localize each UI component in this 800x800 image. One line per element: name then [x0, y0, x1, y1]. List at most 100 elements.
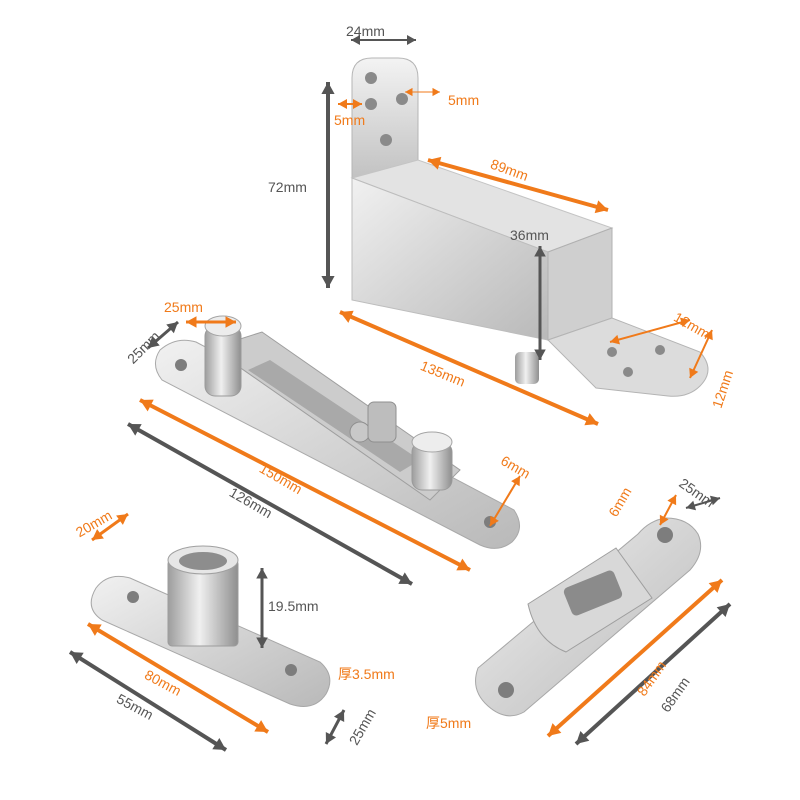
- dimension-arrow-head: [405, 87, 413, 97]
- dimension-arrow-head: [325, 732, 337, 744]
- pivot-base-socket-hole: [179, 552, 227, 570]
- dim-latch-hole: 6mm: [605, 484, 634, 519]
- dimension-arrow-head: [432, 87, 440, 97]
- top-plate-hole: [365, 98, 377, 110]
- dim-pivot-width-b: 25mm: [346, 706, 379, 748]
- dim-pivot-dia: 20mm: [73, 507, 115, 540]
- dimension-arrow-head: [511, 476, 520, 487]
- dimension-arrow-head: [256, 637, 268, 648]
- bottom-plate-hole: [607, 347, 617, 357]
- dimension-arrow-head: [534, 349, 546, 360]
- dimension-arrow-head: [703, 330, 713, 341]
- dim-latch-len: 84mm: [634, 658, 669, 699]
- dimension-arrow-head: [338, 99, 347, 109]
- pivot-base-hole: [285, 664, 297, 676]
- dimension-arrow-head: [340, 310, 354, 323]
- dimension-arrow-line: [609, 319, 691, 343]
- dimension-arrow-head: [92, 529, 104, 540]
- latch-hole: [657, 527, 673, 543]
- dim-arm-short: 126mm: [227, 484, 275, 521]
- dimension-arrow-head: [548, 723, 562, 736]
- dimension-arrow-head: [140, 399, 154, 412]
- dimension-arrow-head: [667, 495, 677, 506]
- dimension-arrow-head: [70, 652, 84, 664]
- dim-pivot-thick: 厚3.5mm: [338, 666, 395, 682]
- dim-top-height: 72mm: [268, 179, 307, 195]
- dimension-arrow-head: [576, 731, 590, 744]
- dim-top-hole-left: 5mm: [334, 112, 365, 128]
- dimension-arrow-line: [68, 650, 228, 752]
- dimension-arrows: [68, 35, 732, 752]
- dim-top-holes-b: 12mm: [709, 368, 736, 410]
- dimension-arrow-head: [256, 568, 268, 579]
- arm-slider-knob-top: [411, 431, 453, 453]
- dimension-arrow-head: [709, 495, 720, 506]
- dimension-arrow-head: [321, 82, 335, 94]
- dim-latch-thick: 厚5mm: [426, 715, 471, 731]
- dim-top-box-height: 36mm: [510, 227, 549, 243]
- top-plate-hole: [365, 72, 377, 84]
- dimension-arrow-line: [339, 310, 599, 426]
- arm-hole: [175, 359, 187, 371]
- dimension-arrow-head: [708, 580, 722, 593]
- bottom-plate-hole: [623, 367, 633, 377]
- dimension-arrow-line: [546, 578, 724, 738]
- dimension-arrow-line: [574, 602, 732, 746]
- dim-top-hole-right: 5mm: [448, 92, 479, 108]
- dim-top-holes-a: 12mm: [671, 309, 713, 342]
- dimension-arrow-head: [680, 317, 690, 328]
- dimension-arrow-head: [321, 276, 335, 288]
- dimension-arrow-line: [427, 158, 609, 212]
- dimension-arrow-head: [212, 738, 226, 750]
- dimension-arrow-line: [489, 475, 521, 527]
- dim-top-width: 24mm: [346, 23, 385, 39]
- dimension-arrow-head: [88, 624, 102, 636]
- dimension-arrow-head: [584, 413, 598, 426]
- latch-window: [563, 570, 623, 616]
- top-plate-hole: [396, 93, 408, 105]
- dimension-arrow-head: [689, 367, 699, 378]
- arm-bracket: [367, 401, 397, 443]
- dimension-arrow-line: [139, 398, 471, 572]
- latch-hole: [498, 682, 514, 698]
- top-pivot-bracket: [350, 57, 709, 397]
- dimension-arrow-head: [353, 99, 362, 109]
- dimension-arrow-head: [456, 558, 470, 571]
- dimension-arrow-head: [686, 500, 697, 511]
- bottom-plate-hole: [655, 345, 665, 355]
- dimension-arrow-head: [186, 316, 197, 328]
- dimension-arrow-line: [127, 422, 413, 586]
- slide-arm-assembly: [155, 315, 520, 549]
- dimension-arrow-head: [659, 514, 669, 525]
- dim-pivot-width-a: 55mm: [114, 690, 156, 722]
- dim-pivot-height: 19.5mm: [268, 598, 319, 614]
- dimension-arrow-head: [116, 514, 128, 525]
- dimension-arrow-head: [225, 316, 236, 328]
- dimension-arrow-head: [166, 322, 178, 334]
- dimension-arrow-head: [128, 424, 142, 436]
- dim-arm-long: 150mm: [257, 460, 305, 497]
- dim-arm-hole: 6mm: [498, 452, 533, 481]
- dimension-arrow-head: [333, 710, 345, 722]
- top-bracket-vertical-plate: [351, 57, 419, 179]
- pivot-base-hole: [127, 591, 139, 603]
- top-bracket-bottom-plate: [547, 317, 709, 397]
- top-plate-hole: [380, 134, 392, 146]
- arm-bolt: [349, 421, 371, 443]
- dimension-arrow-head: [407, 35, 416, 45]
- slide-arm-slot: [248, 360, 420, 472]
- latch-plate: [475, 517, 702, 717]
- dimension-arrow-head: [716, 604, 730, 617]
- dim-latch-inner: 68mm: [657, 674, 692, 715]
- dimension-arrow-head: [148, 336, 160, 348]
- pivot-base-plate: [90, 545, 331, 707]
- dimension-arrow-head: [490, 515, 499, 526]
- dimension-arrow-head: [254, 720, 268, 732]
- dimension-arrow-head: [398, 572, 412, 584]
- dimension-arrow-line: [86, 622, 270, 734]
- dimension-arrow-head: [594, 200, 608, 214]
- dimension-arrow-head: [351, 35, 360, 45]
- arm-pivot-pin-top: [204, 315, 242, 337]
- dimension-arrow-head: [534, 246, 546, 257]
